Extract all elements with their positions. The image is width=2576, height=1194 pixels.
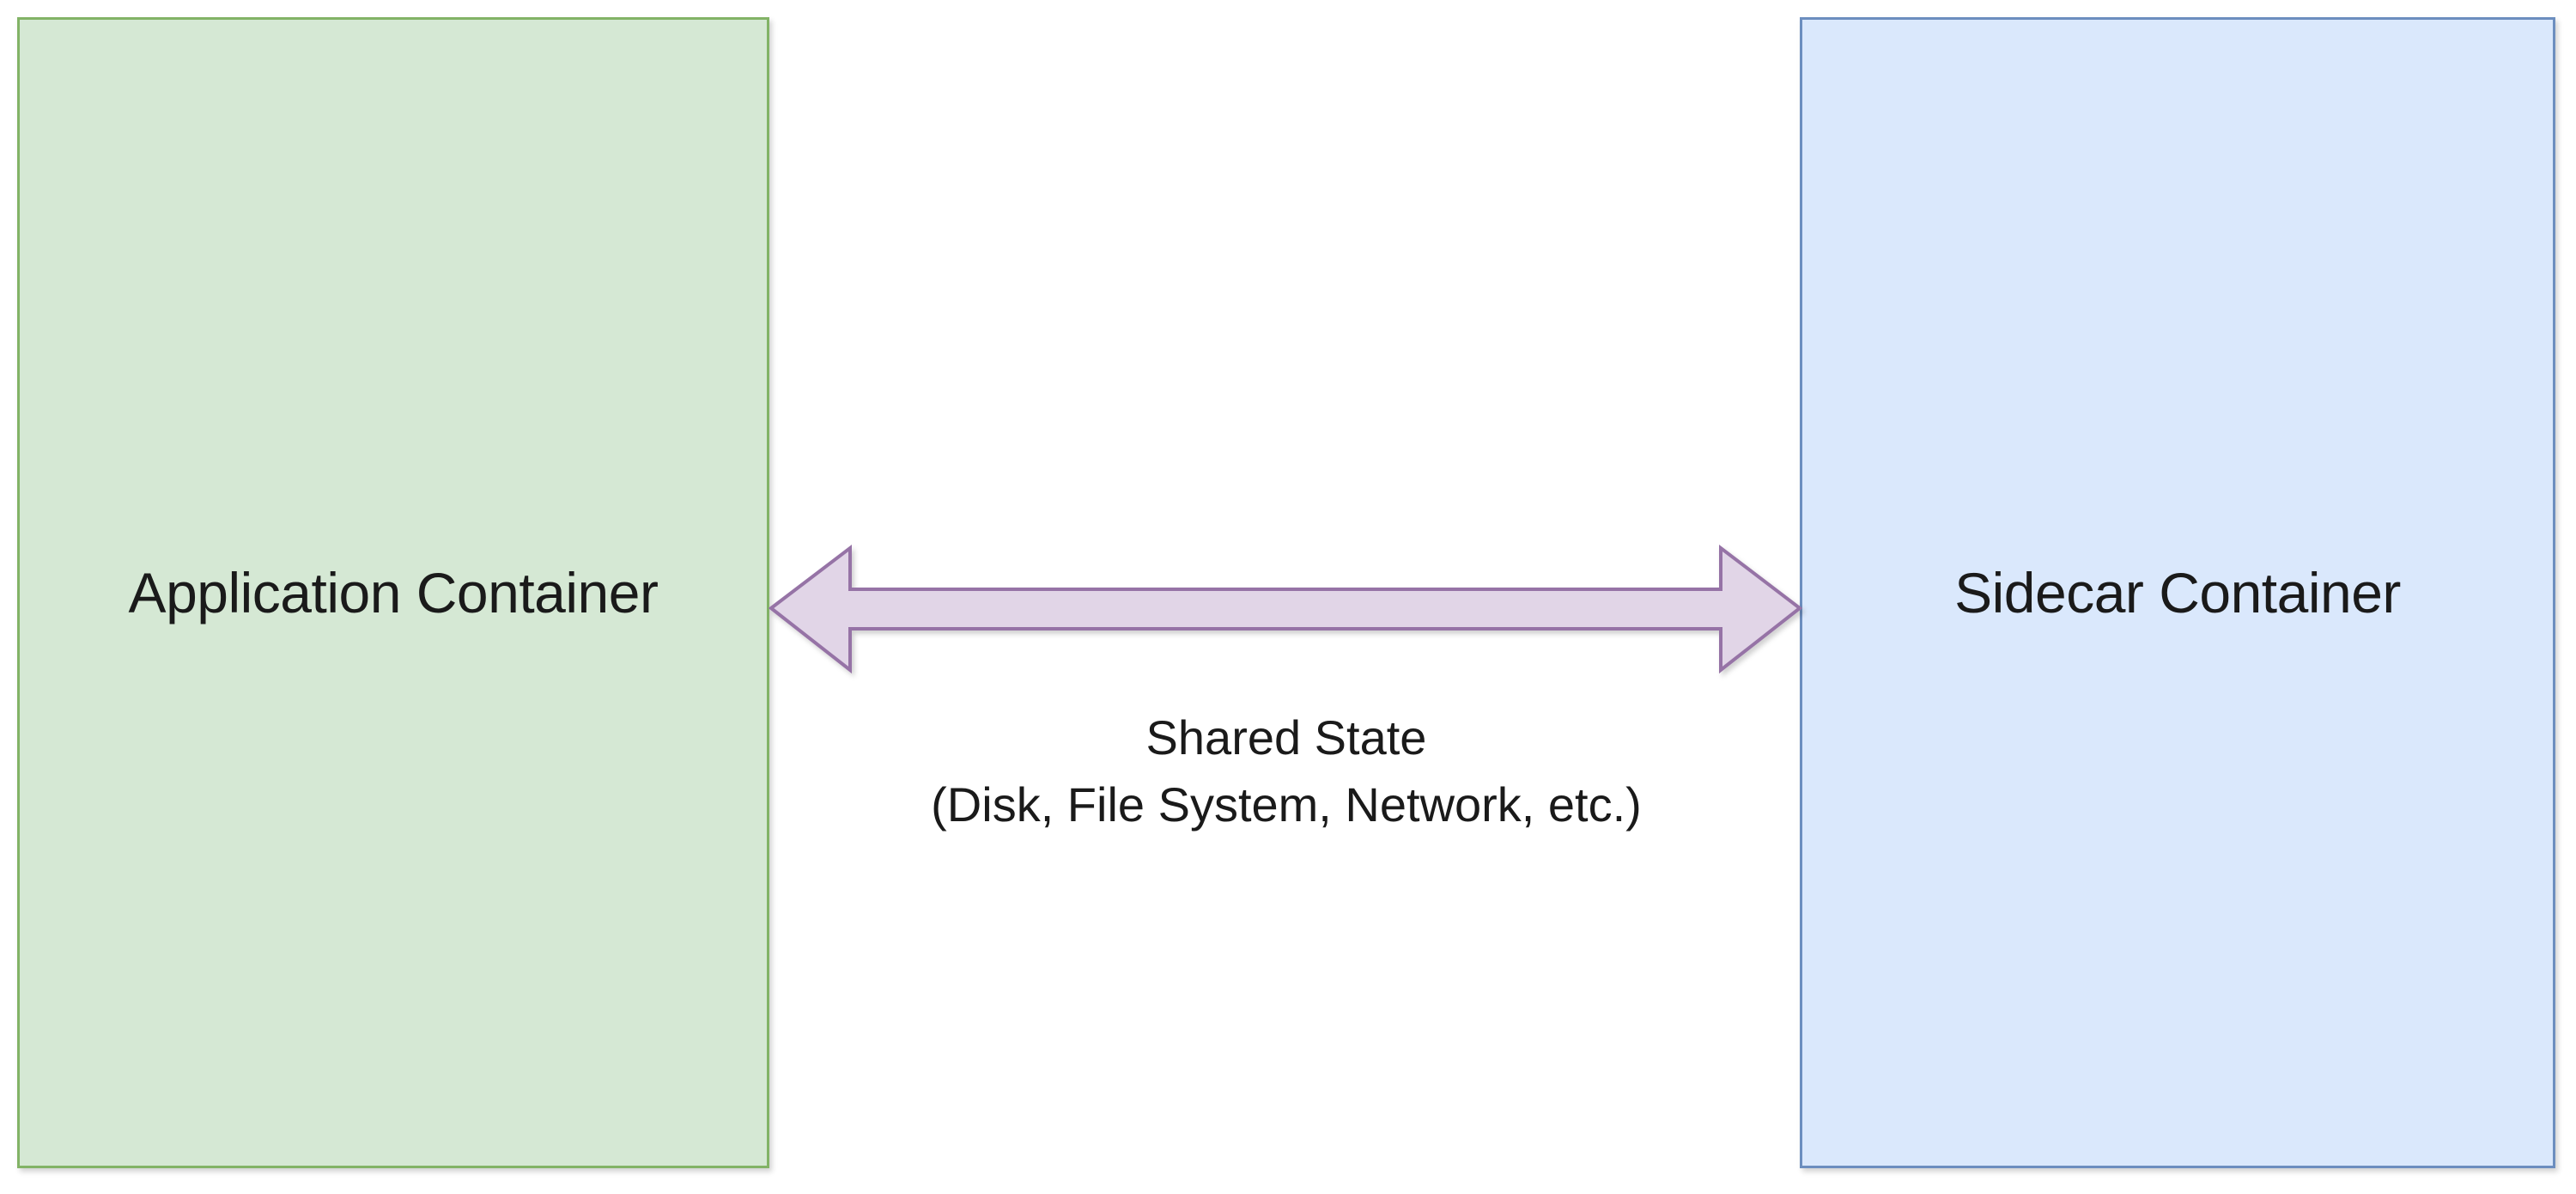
application-container-label: Application Container: [128, 561, 659, 624]
shared-state-details: (Disk, File System, Network, etc.): [931, 777, 1642, 832]
sidecar-container-label: Sidecar Container: [1954, 561, 2401, 624]
sidecar-container-box: Sidecar Container: [1800, 17, 2555, 1168]
application-container-box: Application Container: [17, 17, 769, 1168]
double-arrow-shape: [768, 544, 1803, 674]
shared-state-title: Shared State: [1145, 710, 1427, 765]
shared-state-label: Shared State (Disk, File System, Network…: [824, 704, 1748, 838]
